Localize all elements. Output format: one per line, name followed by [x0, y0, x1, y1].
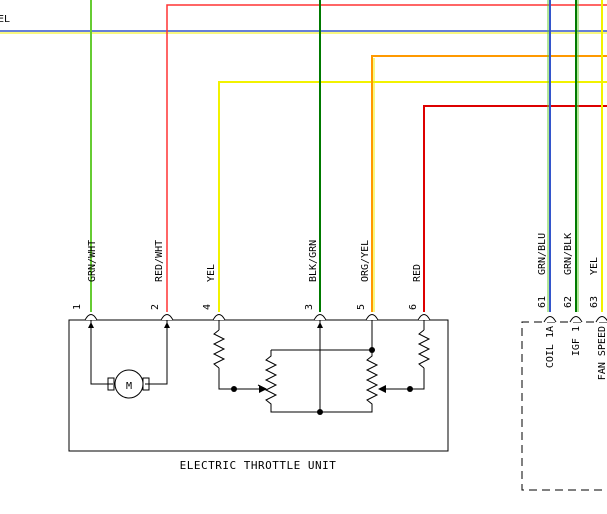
wire-label-3: BLK/GRN [308, 240, 319, 282]
pin-number-4: 4 [202, 304, 213, 310]
wire-label-4: YEL [206, 264, 217, 282]
ecm-connectors [543, 316, 607, 323]
wire-label-6: RED [412, 264, 423, 282]
connector-pin-2 [160, 314, 174, 321]
potentiometer-right [320, 320, 379, 413]
pin-number-2: 2 [150, 304, 161, 310]
pin-number-3: 3 [304, 304, 315, 310]
ecm-connector-63 [595, 316, 607, 323]
motor-icon [114, 369, 144, 399]
ecm-connector-61 [543, 316, 557, 323]
throttle-position-sensor [212, 320, 431, 413]
potentiometer-left [264, 350, 320, 413]
connector-pin-4 [212, 314, 226, 321]
wire-yel [218, 81, 607, 312]
resistor-right [417, 329, 431, 369]
ecm-pin-63: 63 [589, 296, 600, 308]
pin-arrows [88, 322, 323, 328]
motor-label: M [126, 381, 132, 392]
ecm-pin-61: 61 [537, 296, 548, 308]
pin-number-6: 6 [408, 304, 419, 310]
ecm-pin-numbers: 61 62 63 [537, 296, 600, 308]
top-left-label: EL [0, 14, 10, 25]
throttle-connectors [84, 314, 431, 321]
throttle-pin-numbers: 1 2 4 3 5 6 [72, 304, 419, 310]
ecm-wire-label-63: YEL [589, 257, 600, 275]
wire-red-wht [166, 4, 607, 312]
wire-org-yel [371, 55, 607, 312]
ecm-signal-igf1: IGF 1 [571, 326, 582, 356]
ecm-wire-labels: GRN/BLU GRN/BLK YEL [537, 233, 600, 275]
ecm-box [521, 321, 607, 491]
wire-label-2: RED/WHT [154, 240, 165, 282]
throttle-unit-title: ELECTRIC THROTTLE UNIT [180, 459, 337, 472]
resistor-left [212, 329, 226, 369]
ecm-pin-62: 62 [563, 296, 574, 308]
throttle-wire-labels: GRN/WHT RED/WHT YEL BLK/GRN ORG/YEL RED [87, 240, 423, 282]
wire-label-5: ORG/YEL [360, 240, 371, 282]
connector-pin-6 [417, 314, 431, 321]
connector-pin-3 [313, 314, 327, 321]
pin-number-5: 5 [356, 304, 367, 310]
motor-circuit [90, 320, 168, 399]
wire-label-1: GRN/WHT [87, 240, 98, 282]
pin-number-1: 1 [72, 304, 83, 310]
ecm-signal-fan-speed: FAN SPEED [597, 326, 607, 380]
ecm-wire-label-61: GRN/BLU [537, 233, 548, 275]
throttle-unit-box [68, 319, 449, 452]
wiper-arrows [259, 385, 386, 393]
sensor-junction-dots [231, 347, 413, 415]
ecm-signal-coil1a: COIL 1A [545, 326, 556, 368]
ecm-connector-62 [569, 316, 583, 323]
connector-pin-5 [365, 314, 379, 321]
ecm-signal-labels: COIL 1A IGF 1 FAN SPEED [545, 326, 607, 380]
connector-pin-1 [84, 314, 98, 321]
wire-red [423, 105, 607, 312]
ecm-wire-label-62: GRN/BLK [563, 233, 574, 275]
